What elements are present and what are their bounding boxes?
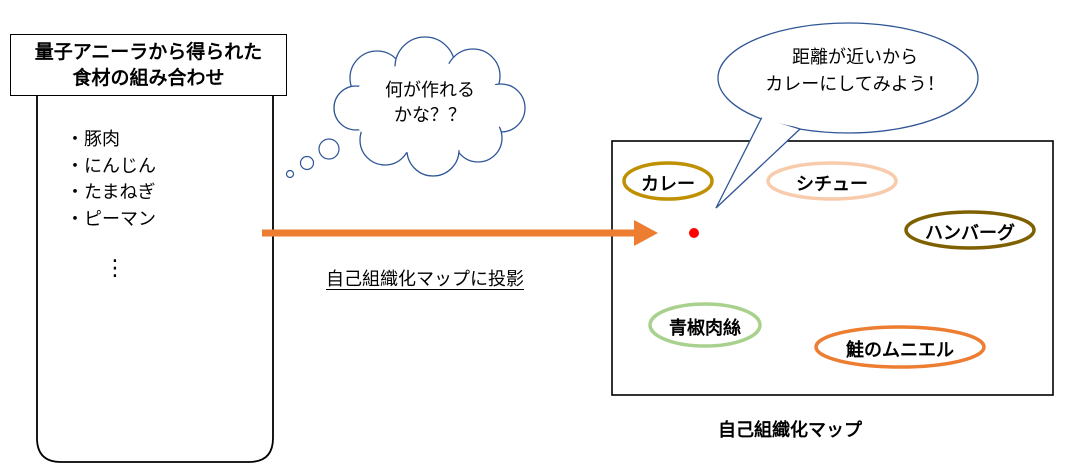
title-line-1: 量子アニーラから得られた (34, 41, 263, 63)
dish-ovals (622, 161, 1036, 369)
thought-bubble-text: 何が作れる かな？？ (350, 78, 510, 128)
dish-label-salmon: 鮭のムニエル (846, 340, 954, 361)
ingredient-item: ・たまねぎ (66, 182, 156, 203)
ingredient-item: ・豚肉 (66, 129, 120, 150)
dish-oval-hamburg (904, 210, 1036, 250)
dish-oval-salmon (814, 325, 986, 369)
dish-label-chinjao: 青椒肉絲 (669, 318, 741, 339)
thought-line-1: 何が作れる (385, 80, 475, 101)
dish-label-curry: カレー (641, 174, 695, 195)
input-point (689, 228, 699, 238)
thought-line-2: かな？？ (394, 105, 466, 126)
speech-bubble-text: 距離が近いから カレーにしてみよう！ (730, 44, 980, 98)
ingredient-list: ・豚肉 ・にんじん ・たまねぎ ・ピーマン (66, 127, 156, 233)
dish-oval-chinjao (648, 302, 762, 348)
ingredient-item: ・ピーマン (66, 208, 156, 230)
ingredient-container (36, 90, 274, 463)
thought-trail-medium (299, 155, 315, 171)
ingredient-item: ・にんじん (66, 155, 156, 177)
thought-cloud-fill (350, 62, 506, 154)
arrow-label: 自己組織化マップに投影 (326, 269, 524, 290)
dish-oval-stew (766, 161, 898, 201)
dish-label-stew: シチュー (796, 174, 868, 195)
title-line-2: 食材の組み合わせ (72, 67, 225, 89)
vertical-ellipsis: ⋮ (104, 256, 126, 281)
speech-line-2: カレーにしてみよう！ (765, 74, 945, 95)
thought-trail-small (285, 169, 295, 179)
speech-bubble-cover (719, 24, 977, 132)
dish-label-hamburg: ハンバーグ (925, 223, 1015, 244)
thought-trail-large (318, 138, 340, 160)
dish-oval-curry (622, 161, 714, 201)
map-caption: 自己組織化マップ (718, 420, 862, 441)
speech-line-1: 距離が近いから (792, 47, 918, 68)
title-box: 量子アニーラから得られた 食材の組み合わせ (10, 34, 287, 96)
projection-arrow-head (634, 220, 658, 246)
